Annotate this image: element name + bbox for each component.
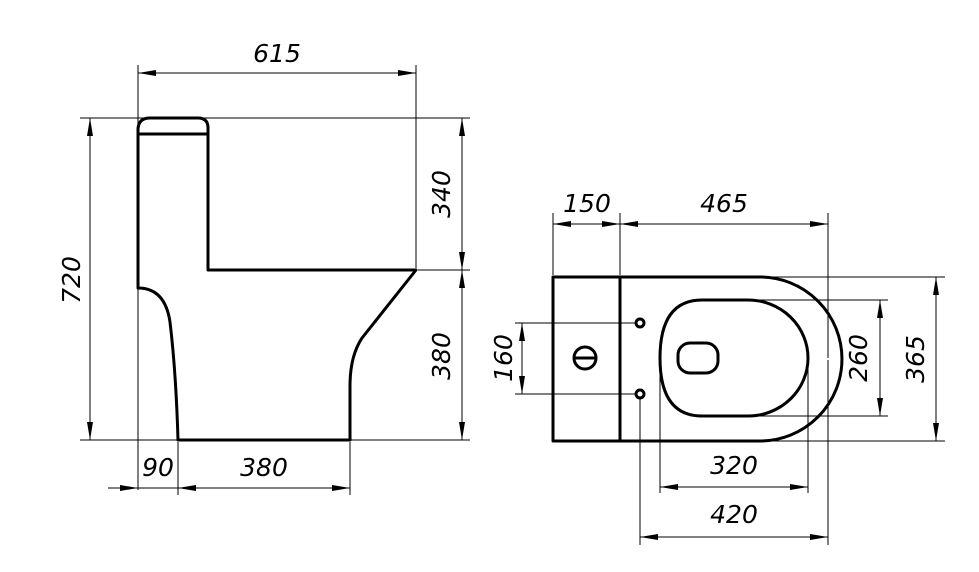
dim-label: 380 [240,453,288,482]
dim-overall-height: 720 [57,118,93,440]
dim-base-length: 380 [178,453,350,491]
dim-label: 160 [489,334,518,382]
dim-bolt-spacing: 160 [489,323,525,394]
dim-label: 420 [710,500,758,529]
dim-bowl-height: 380 [427,270,465,440]
top-view: 150 465 160 260 365 [489,189,945,545]
dim-label: 320 [710,451,758,480]
dim-label: 720 [57,256,86,304]
dim-label: 365 [901,335,930,383]
dim-tank-height: 340 [427,118,465,270]
top-view-outline [551,275,844,443]
dim-seat-width: 260 [844,300,883,416]
side-view: 615 720 340 380 90 [57,39,470,495]
dim-label: 465 [700,189,748,218]
bolt-hole-top [634,317,646,329]
dim-label: 150 [563,189,611,218]
bolt-hole-bottom [634,388,646,400]
dim-seat-length: 320 [660,451,808,490]
dim-label: 260 [844,334,873,382]
dim-tank-depth: 150 [553,189,620,227]
dim-label: 615 [253,39,301,68]
dim-overall-width: 615 [138,39,416,76]
dim-rear-offset: 90 [108,453,196,491]
dim-overall-width: 365 [901,277,939,441]
dim-label: 90 [142,453,174,482]
dim-label: 340 [427,170,456,218]
dim-label: 380 [427,332,456,380]
side-view-outline [136,116,418,442]
flush-button [572,345,598,371]
dim-bowl-length: 465 [620,189,828,227]
seat-outline [658,298,810,418]
dim-bowl-rim-length: 420 [640,500,828,540]
drain-opening [676,341,720,375]
